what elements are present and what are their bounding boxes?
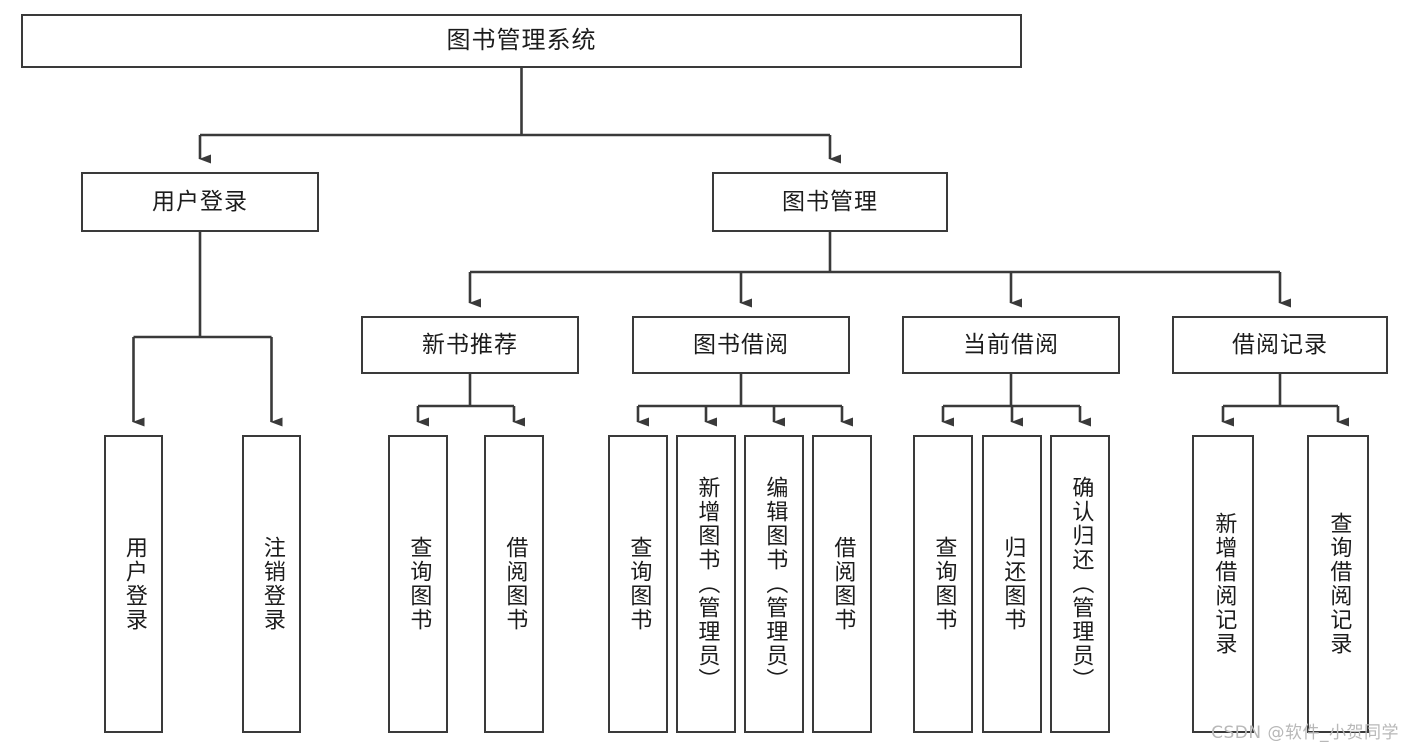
node-root: 图书管理系统	[21, 14, 1022, 68]
node-leaf-borrow-book: 借阅图书	[812, 435, 872, 733]
node-label: 确认归还（管理员）	[1068, 476, 1094, 692]
node-leaf-edit-book: 编辑图书（管理员）	[744, 435, 804, 733]
node-leaf-confirm-return: 确认归还（管理员）	[1050, 435, 1110, 733]
node-label: 图书管理	[782, 188, 878, 215]
node-current-borrow: 当前借阅	[902, 316, 1120, 374]
node-label: 用户登录	[121, 536, 147, 632]
node-label: 新增图书（管理员）	[694, 476, 720, 692]
node-label: 注销登录	[259, 536, 285, 632]
node-book-manage: 图书管理	[712, 172, 948, 232]
node-label: 查询借阅记录	[1326, 512, 1352, 656]
node-leaf-add-record: 新增借阅记录	[1192, 435, 1254, 733]
node-label: 归还图书	[1000, 536, 1026, 632]
node-label: 借阅图书	[830, 536, 856, 632]
node-leaf-query-record: 查询借阅记录	[1307, 435, 1369, 733]
node-leaf-borrow-book-rec: 借阅图书	[484, 435, 544, 733]
watermark-text: CSDN @软件_小贺同学	[1211, 723, 1399, 743]
node-label: 当前借阅	[963, 331, 1059, 358]
node-leaf-query-book: 查询图书	[608, 435, 668, 733]
node-label: 新书推荐	[422, 331, 518, 358]
node-user-login: 用户登录	[81, 172, 319, 232]
node-label: 编辑图书（管理员）	[762, 476, 788, 692]
node-label: 借阅图书	[502, 536, 528, 632]
node-leaf-return-book: 归还图书	[982, 435, 1042, 733]
node-leaf-query-book-rec: 查询图书	[388, 435, 448, 733]
node-label: 查询图书	[931, 536, 957, 632]
node-label: 借阅记录	[1232, 331, 1328, 358]
node-borrow-record: 借阅记录	[1172, 316, 1388, 374]
node-new-book-rec: 新书推荐	[361, 316, 579, 374]
node-leaf-query-book-cur: 查询图书	[913, 435, 973, 733]
node-label: 查询图书	[406, 536, 432, 632]
node-leaf-logout: 注销登录	[242, 435, 301, 733]
node-label: 查询图书	[626, 536, 652, 632]
node-leaf-add-book: 新增图书（管理员）	[676, 435, 736, 733]
node-book-borrow: 图书借阅	[632, 316, 850, 374]
node-label: 图书管理系统	[446, 26, 597, 55]
node-label: 新增借阅记录	[1211, 512, 1237, 656]
node-label: 用户登录	[152, 188, 248, 215]
node-leaf-user-login: 用户登录	[104, 435, 163, 733]
node-label: 图书借阅	[693, 331, 789, 358]
